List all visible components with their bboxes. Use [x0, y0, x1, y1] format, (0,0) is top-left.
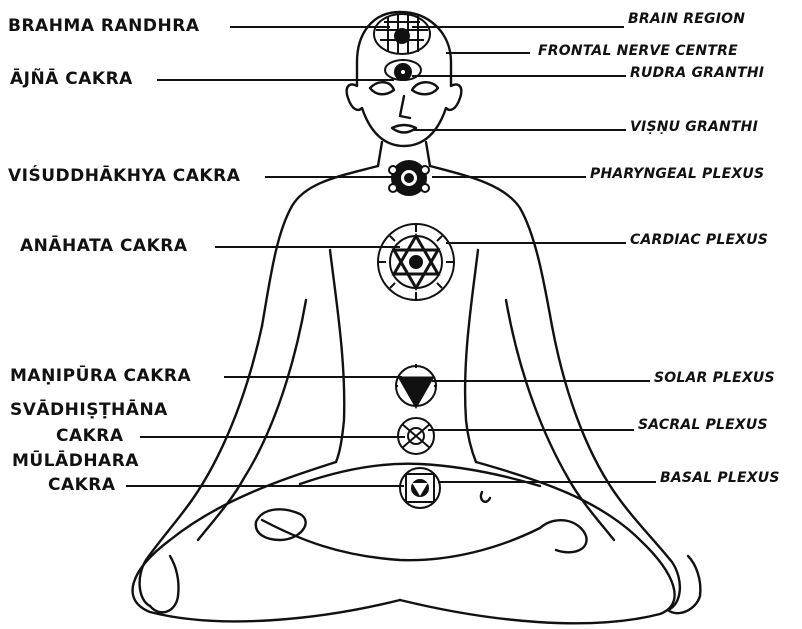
label-cardiac-plexus: CARDIAC PLEXUS	[630, 233, 768, 247]
label-anahata-cakra: ANĀHATA CAKRA	[20, 238, 188, 255]
label-pharyngeal-plexus: PHARYNGEAL PLEXUS	[590, 167, 764, 181]
label-brahma-randhra: BRAHMA RANDHRA	[8, 18, 200, 35]
left-eye	[370, 82, 394, 94]
label-solar-plexus: SOLAR PLEXUS	[654, 371, 775, 385]
right-foot	[540, 520, 587, 552]
mouth	[392, 125, 416, 133]
navel-mark	[481, 492, 490, 502]
crown-lotus-icon	[374, 14, 430, 54]
left-hand	[150, 556, 179, 612]
muladhara-icon	[400, 468, 440, 508]
label-brain-region: BRAIN REGION	[628, 12, 745, 26]
label-svadhisthana-line1: SVĀDHIṢṬHĀNA	[10, 402, 168, 419]
label-visnu-granthi: VIṢṆU GRANTHI	[630, 120, 758, 134]
label-basal-plexus: BASAL PLEXUS	[660, 471, 780, 485]
label-ajna-cakra: ĀJÑĀ CAKRA	[10, 71, 133, 88]
right-arm-inner	[506, 300, 614, 540]
left-foot	[256, 509, 306, 540]
label-frontal-nerve-centre: FRONTAL NERVE CENTRE	[538, 44, 738, 58]
neck-left	[378, 142, 382, 166]
right-arm-outer	[552, 326, 680, 610]
label-visuddhakhya-cakra: VIŚUDDHĀKHYA CAKRA	[8, 168, 240, 185]
neck-right	[426, 142, 430, 166]
label-muladhara-line2: CAKRA	[48, 477, 116, 494]
label-sacral-plexus: SACRAL PLEXUS	[638, 418, 768, 432]
label-manipura-cakra: MAṆIPŪRA CAKRA	[10, 368, 191, 385]
right-eye	[412, 82, 438, 94]
label-rudra-granthi: RUDRA GRANTHI	[630, 66, 764, 80]
left-arm-inner	[198, 300, 306, 540]
nose	[400, 96, 410, 118]
label-muladhara-line1: MŪLĀDHARA	[12, 453, 139, 470]
leg-cross-left	[262, 520, 540, 560]
label-svadhisthana-line2: CAKRA	[56, 428, 124, 445]
manipura-icon	[396, 364, 436, 406]
right-shoulder	[430, 166, 552, 326]
left-flank	[330, 250, 344, 462]
anahata-icon	[378, 224, 454, 300]
